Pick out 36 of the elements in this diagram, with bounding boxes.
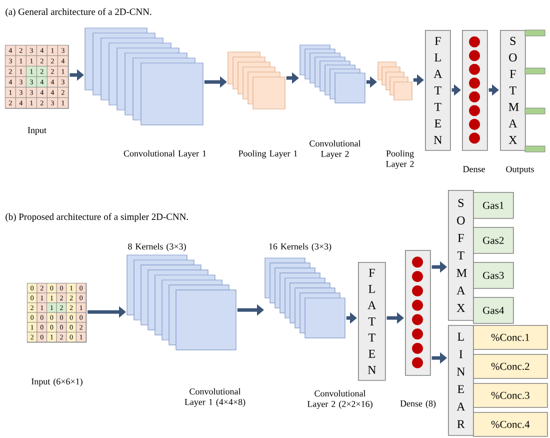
feature-map-stack — [378, 62, 412, 100]
layer-box: S O F T M A X — [448, 190, 474, 321]
feature-map-stack — [126, 254, 236, 350]
feature-map-stack — [300, 44, 366, 104]
panel-heading: (b) Proposed architecture of a simpler 2D-CNN. — [6, 213, 188, 222]
output-box: Gas2 — [473, 226, 514, 254]
output-box: Gas1 — [473, 192, 514, 219]
output-box: %Conc.1 — [473, 324, 548, 350]
output-box: %Conc.4 — [473, 412, 548, 437]
feature-map-stack — [264, 258, 346, 338]
feature-map-stack — [84, 28, 204, 126]
panel-heading: (a) General architecture of a 2D-CNN. — [6, 8, 152, 17]
layer-box: S O F T M A X — [500, 30, 526, 151]
layer-caption: Convolutional Layer 2 (2×2×16) — [307, 390, 372, 409]
feature-map-stack — [228, 52, 286, 110]
layer-caption: Convolutional Layer 1 (4×4×8) — [184, 388, 246, 407]
layer-caption: 16 Kernels (3×3) — [269, 243, 332, 252]
layer-caption: Dense — [463, 166, 485, 172]
output-box: Gas3 — [473, 262, 514, 289]
layer-caption: Input — [28, 127, 46, 135]
layer-box: F L A T T E N — [425, 30, 451, 151]
layer-caption: Pooling Layer 2 — [386, 150, 414, 169]
layer-caption: Input (6×6×1) — [32, 378, 82, 386]
layer-caption: Convolutional Layer 2 — [310, 140, 361, 159]
output-box: Gas4 — [473, 297, 514, 324]
layer-caption: Pooling Layer 1 — [238, 150, 298, 158]
layer-caption: Dense (8) — [400, 400, 436, 408]
output-box: %Conc.2 — [473, 354, 548, 379]
layer-box: L I N E A R — [448, 324, 474, 436]
layer-caption: Convolutional Layer 1 — [124, 150, 206, 158]
layer-caption: 8 Kernels (3×3) — [128, 243, 186, 252]
layer-box: F L A T T E N — [358, 262, 386, 381]
dense-layer — [405, 250, 431, 376]
layer-caption: Outputs — [506, 166, 534, 174]
output-box: %Conc.3 — [473, 382, 548, 408]
dense-layer — [462, 30, 488, 151]
